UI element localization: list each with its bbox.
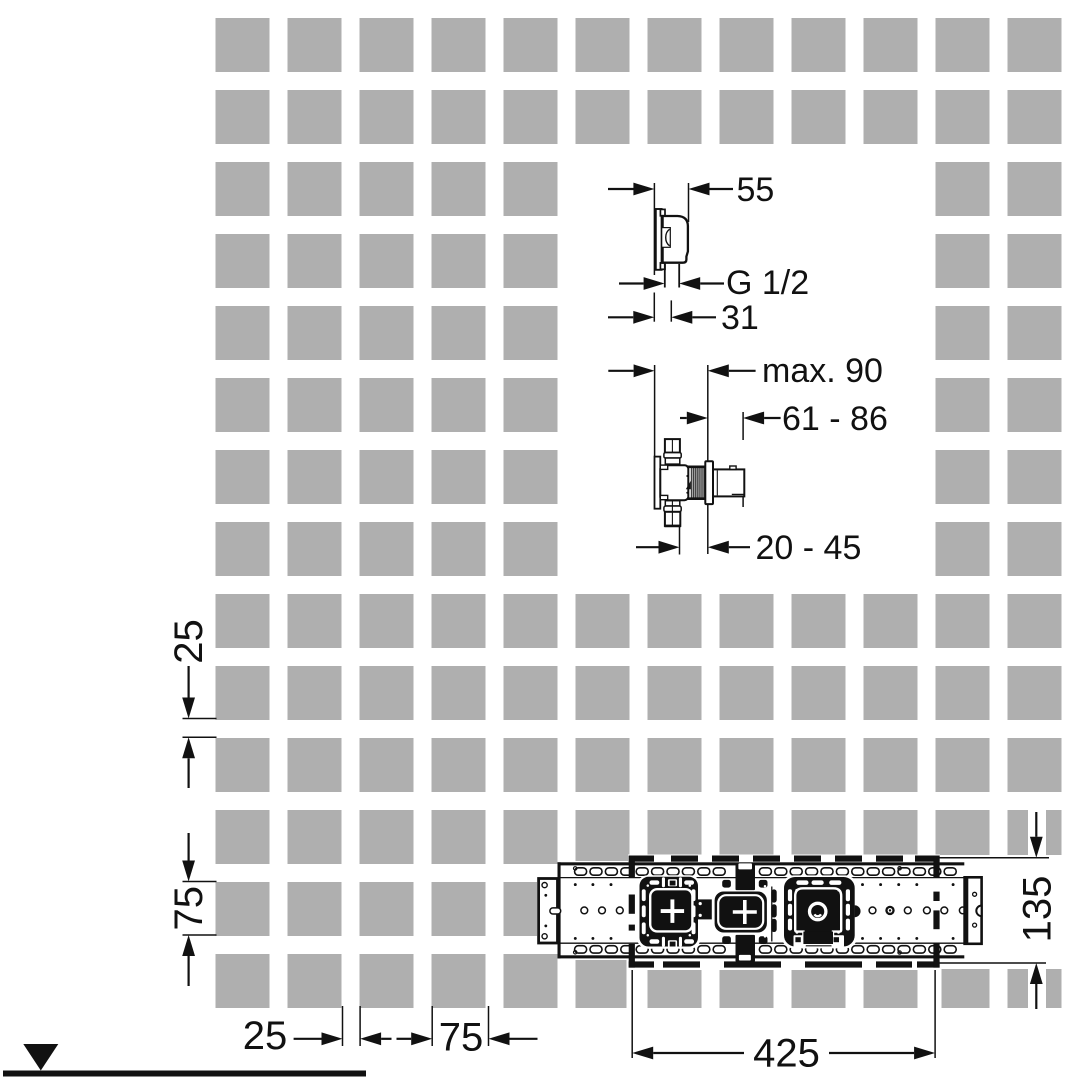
svg-text:G 1/2: G 1/2 [726, 264, 809, 302]
svg-text:135: 135 [1016, 876, 1060, 943]
svg-text:31: 31 [721, 299, 759, 337]
svg-text:61 - 86: 61 - 86 [782, 400, 888, 438]
svg-text:55: 55 [737, 171, 775, 209]
svg-text:25: 25 [243, 1014, 288, 1058]
svg-text:75: 75 [439, 1016, 484, 1060]
svg-text:25: 25 [167, 619, 211, 664]
svg-text:75: 75 [167, 886, 211, 931]
svg-text:425: 425 [753, 1032, 820, 1076]
svg-text:max. 90: max. 90 [762, 352, 883, 390]
svg-text:20 - 45: 20 - 45 [756, 529, 862, 567]
